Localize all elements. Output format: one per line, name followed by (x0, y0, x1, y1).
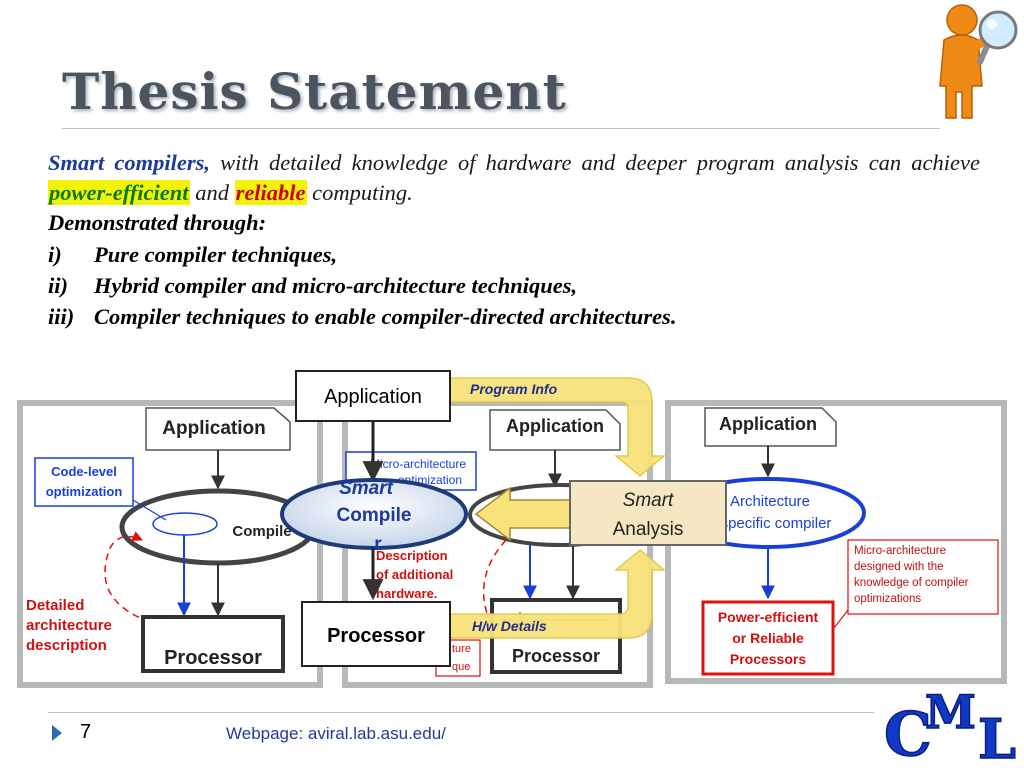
thesis-text-1: with detailed knowledge of hardware and … (210, 150, 980, 175)
smart-analysis-box: Smart Analysis (569, 480, 727, 546)
svg-text:designed with the: designed with the (854, 561, 944, 573)
svg-text:Micro-architecture: Micro-architecture (854, 545, 946, 557)
panel-2-processor-label: Processor (512, 646, 600, 666)
panel-1-app-label: Application (162, 418, 265, 439)
svg-text:hardware.: hardware. (376, 586, 437, 601)
center-application-box: Application (295, 370, 451, 422)
panel-1-processor-label: Processor (164, 647, 262, 669)
panel-1-compiler-label: Compile (232, 523, 291, 540)
compiler-diagram: Application Compile Code-level optimizat… (17, 370, 1007, 688)
svg-text:Detailed: Detailed (26, 597, 84, 614)
program-info-label: Program Info (470, 381, 558, 397)
panel-1-processor-box (141, 615, 285, 673)
panel-3-micro-callout: Micro-architecture designed with the kno… (805, 539, 999, 665)
logo-letter-m: M (925, 685, 976, 739)
keyword-smart-compilers: Smart compilers, (48, 150, 211, 175)
list-item-number: i) (48, 242, 62, 267)
smart-compiler-label-3: r (374, 534, 382, 555)
webpage-link[interactable]: Webpage: aviral.lab.asu.edu/ (226, 724, 446, 743)
list-item-number: ii) (48, 273, 68, 298)
smart-analysis-label-2: Analysis (613, 519, 684, 540)
cml-logo: C M L (883, 684, 1016, 766)
list-item-text: Pure compiler techniques, (94, 242, 338, 267)
list-item-number: iii) (48, 304, 75, 329)
thesis-text-3: computing. (306, 180, 413, 205)
demonstrated-heading: Demonstrated through: (48, 210, 267, 235)
person-magnifier-icon (939, 4, 1018, 119)
smart-analysis-label-1: Smart (623, 490, 674, 511)
page-title: Thesis Statement (62, 62, 567, 121)
smart-compiler-ellipse: Smart Compile r (280, 478, 468, 555)
thesis-text-2: and (189, 180, 235, 205)
list-item-text: Compiler techniques to enable compiler-d… (94, 304, 677, 329)
svg-text:optimization: optimization (46, 484, 123, 499)
hw-details-arrow: H/w Details (449, 549, 667, 639)
svg-text:Processors: Processors (730, 651, 806, 667)
list-item: ii) Hybrid compiler and micro-architectur… (48, 273, 577, 299)
smart-analysis-arrow (474, 486, 571, 542)
keyword-reliable: reliable (234, 180, 307, 205)
svg-text:Architecture: Architecture (730, 493, 810, 510)
logo-letter-c: C (884, 700, 932, 766)
logo-letter-l: L (978, 707, 1016, 766)
hw-details-label: H/w Details (472, 618, 547, 634)
program-info-arrow: Program Info (449, 377, 667, 477)
svg-text:knowledge of compiler: knowledge of compiler (854, 577, 969, 589)
title-divider (62, 128, 940, 129)
panel-3-processor-box (701, 600, 835, 676)
svg-text:Description: Description (376, 548, 448, 563)
panel-1-application-box: Application (145, 407, 291, 451)
svg-text:of additional: of additional (376, 567, 453, 582)
triangle-bullet-icon (52, 725, 62, 741)
svg-text:Micro-architecture: Micro-architecture (370, 457, 466, 471)
code-level-callout: Code-level optimization (34, 457, 167, 521)
panel-2-application-box: Application (489, 409, 621, 451)
panel-1: Application Compile Code-level optimizat… (17, 400, 323, 688)
center-processor-label: Processor (327, 625, 425, 647)
panel-3-app-label: Application (719, 414, 817, 434)
footer-divider (48, 712, 874, 713)
svg-text:optimizations: optimizations (854, 593, 921, 605)
panel-3-application-box: Application (704, 407, 837, 447)
smart-compiler-label-1: Smart (339, 478, 394, 499)
svg-text:Power-efficient: Power-efficient (718, 609, 819, 625)
keyword-power-efficient: power-efficient (48, 180, 190, 205)
svg-text:Code-level: Code-level (51, 464, 117, 479)
panel-2-app-label: Application (506, 416, 604, 436)
svg-text:architecture: architecture (26, 617, 112, 634)
list-item: i) Pure compiler techniques, (48, 242, 337, 268)
slide-number: 7 (80, 721, 92, 743)
smart-compiler-label-2: Compile (337, 505, 412, 526)
svg-text:description: description (26, 637, 107, 654)
svg-text:ture: ture (452, 643, 471, 655)
list-item: iii) Compiler techniques to enable compil… (48, 304, 676, 330)
center-processor-box: Processor (301, 601, 451, 667)
svg-text:specific compiler: specific compiler (721, 515, 832, 532)
center-app-label: Application (324, 386, 422, 408)
svg-text:que: que (452, 661, 470, 673)
thesis-paragraph: Smart compilers, with detailed knowledge… (48, 148, 980, 208)
list-item-text: Hybrid compiler and micro-architecture t… (94, 273, 578, 298)
svg-text:or Reliable: or Reliable (732, 630, 804, 646)
